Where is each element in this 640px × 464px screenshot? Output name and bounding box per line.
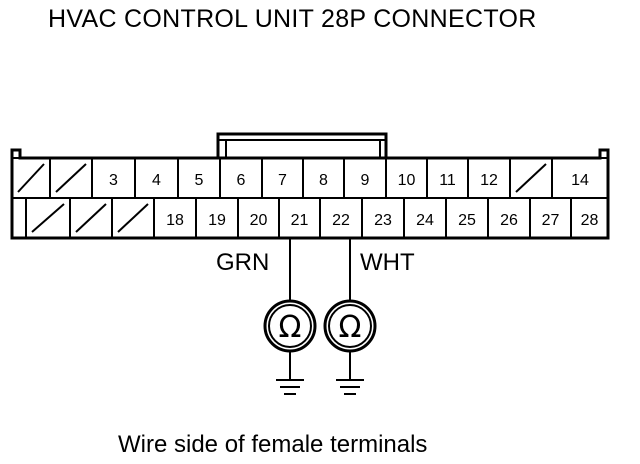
terminal-number: 27 <box>542 212 560 229</box>
terminal-cavity: 24 <box>403 197 447 239</box>
terminal-number: 4 <box>152 172 161 189</box>
terminal-number: 21 <box>291 212 309 229</box>
ohm-symbol: Ω <box>279 310 302 345</box>
diagram-title: HVAC CONTROL UNIT 28P CONNECTOR <box>48 5 537 33</box>
unused-cavity-slash <box>55 163 87 193</box>
ground-icon <box>276 379 304 395</box>
terminal-cavity: 7 <box>261 157 304 199</box>
terminal-cavity: 5 <box>177 157 221 199</box>
terminal-cavity: 11 <box>426 157 469 199</box>
wire-color-label: GRN <box>216 249 269 276</box>
terminal-cavity: 21 <box>278 197 321 239</box>
terminal-cavity <box>11 157 51 199</box>
terminal-cavity: 12 <box>467 157 511 199</box>
terminal-number: 18 <box>166 212 184 229</box>
terminal-number: 22 <box>332 212 350 229</box>
terminal-cavity: 26 <box>487 197 531 239</box>
unused-cavity-slash <box>117 203 149 233</box>
terminal-number: 3 <box>109 172 118 189</box>
terminal-cavity <box>111 197 155 239</box>
terminal-cavity: 20 <box>237 197 280 239</box>
terminal-cavity: 10 <box>385 157 428 199</box>
terminal-number: 5 <box>195 172 204 189</box>
terminal-number: 11 <box>439 172 456 189</box>
connector-housing <box>10 132 610 240</box>
wire-color-label: WHT <box>360 249 415 276</box>
terminal-number: 8 <box>319 172 328 189</box>
terminal-number: 7 <box>278 172 287 189</box>
terminal-number: 23 <box>374 212 392 229</box>
terminal-cavity: 4 <box>134 157 179 199</box>
terminal-number: 25 <box>458 212 476 229</box>
terminal-number: 28 <box>581 212 599 229</box>
housing-edge <box>11 197 27 239</box>
terminal-cavity: 3 <box>91 157 136 199</box>
terminal-cavity: 27 <box>529 197 572 239</box>
wht-wire-circuit: WHT Ω <box>323 238 415 395</box>
terminal-number: 20 <box>250 212 268 229</box>
grn-wire-circuit: GRN Ω <box>216 238 317 395</box>
connector-bottom-row: 18 19 20 21 22 23 24 25 26 27 28 <box>11 197 609 239</box>
diagram-caption: Wire side of female terminals <box>118 431 427 458</box>
terminal-cavity: 6 <box>219 157 263 199</box>
terminal-cavity: 23 <box>361 197 405 239</box>
unused-cavity-slash <box>17 163 45 193</box>
connector-top-row: 3 4 5 6 7 8 9 10 11 12 14 <box>11 157 609 199</box>
terminal-cavity: 18 <box>153 197 197 239</box>
unused-cavity-slash <box>31 203 65 233</box>
terminal-number: 19 <box>208 212 226 229</box>
terminal-cavity: 9 <box>343 157 387 199</box>
terminal-cavity <box>509 157 553 199</box>
terminal-cavity <box>25 197 71 239</box>
terminal-cavity <box>49 157 93 199</box>
terminal-cavity: 8 <box>302 157 345 199</box>
ground-icon <box>336 379 364 395</box>
terminal-cavity <box>69 197 113 239</box>
terminal-cavity: 19 <box>195 197 239 239</box>
terminal-number: 12 <box>480 172 498 189</box>
terminal-number: 26 <box>500 212 518 229</box>
terminal-number: 14 <box>571 172 589 189</box>
terminal-number: 24 <box>416 212 434 229</box>
unused-cavity-slash <box>515 163 547 193</box>
terminal-number: 10 <box>398 172 416 189</box>
terminal-cavity: 14 <box>551 157 609 199</box>
terminal-number: 9 <box>361 172 370 189</box>
terminal-cavity: 25 <box>445 197 489 239</box>
terminal-cavity: 28 <box>570 197 609 239</box>
terminal-cavity: 22 <box>319 197 363 239</box>
terminal-number: 6 <box>237 172 246 189</box>
unused-cavity-slash <box>75 203 107 233</box>
ohm-symbol: Ω <box>339 310 362 345</box>
